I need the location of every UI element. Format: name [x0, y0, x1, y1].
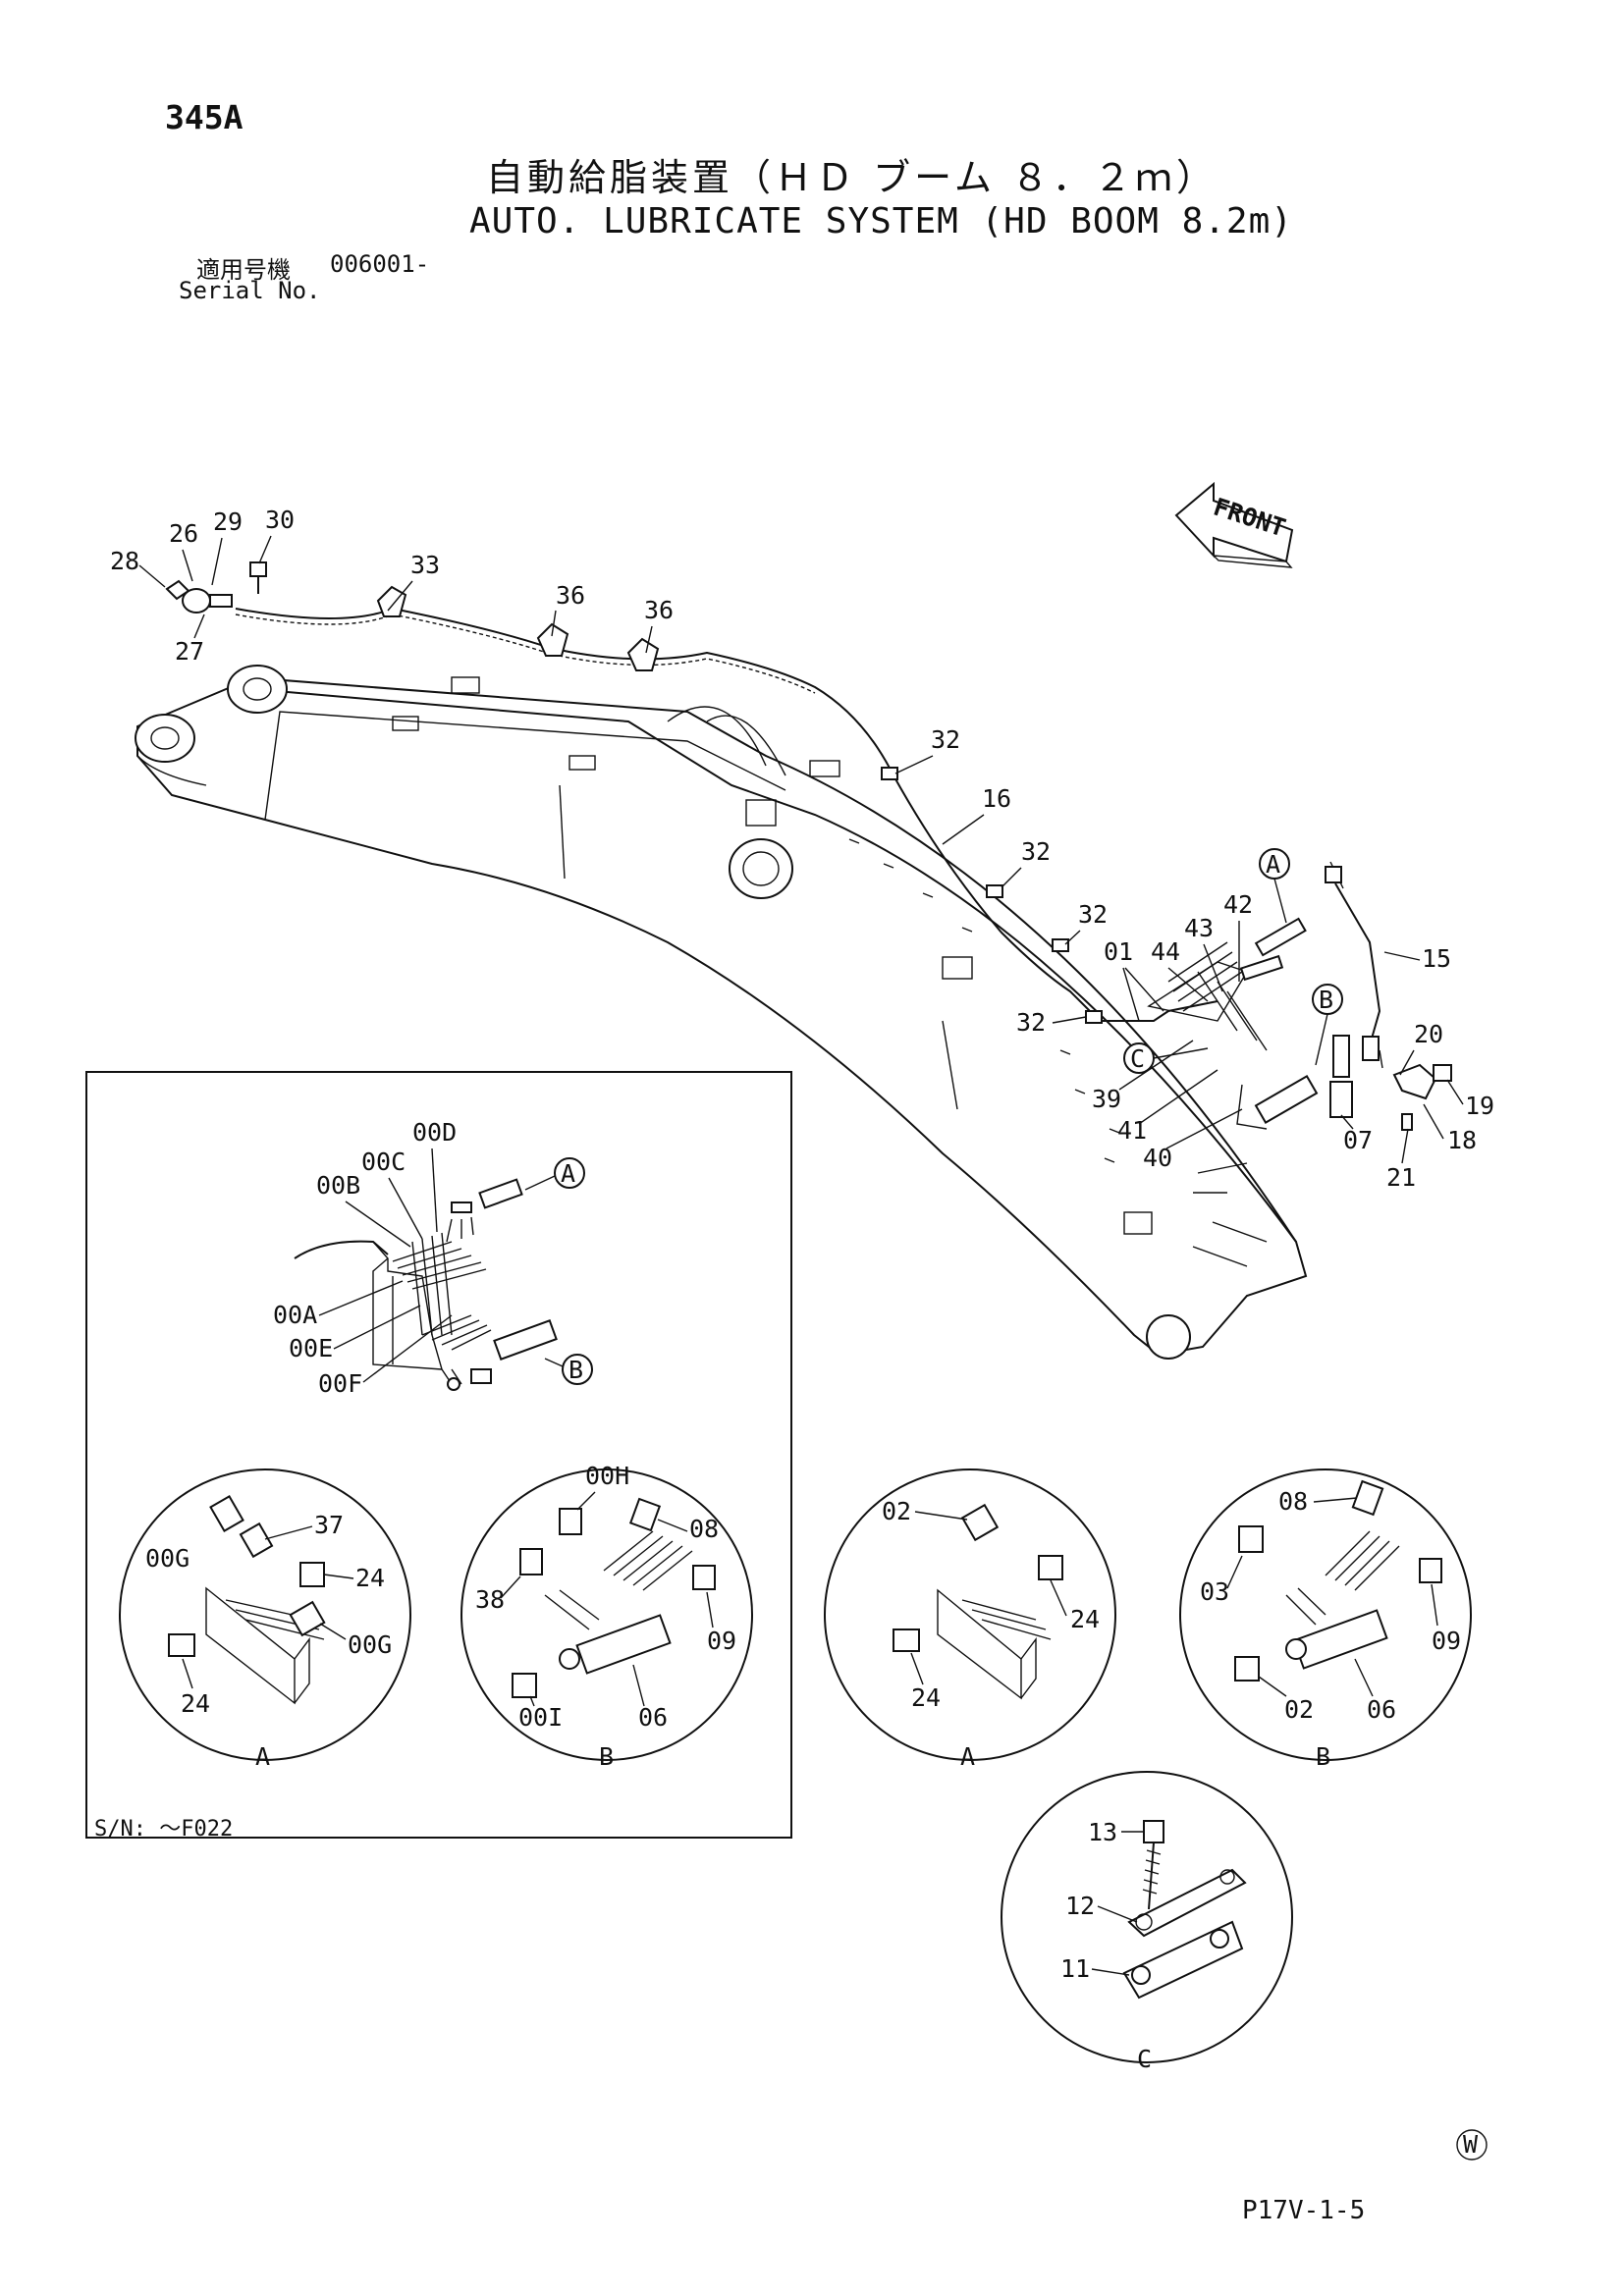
marker-c: C: [1130, 1044, 1145, 1073]
detail-c-callout-13: 13: [1088, 1818, 1117, 1846]
serial-value: 006001-: [330, 250, 430, 278]
callout-33: 33: [410, 551, 440, 579]
callout-32a: 32: [931, 725, 960, 754]
callout-32c: 32: [1078, 900, 1108, 929]
serial-label-japanese: 適用号機: [196, 256, 291, 284]
callout-32d: 32: [1016, 1008, 1046, 1037]
inset-b-label: B: [599, 1742, 614, 1771]
front-arrow-label: FRONT: [1210, 493, 1289, 543]
inset-a-callout-24: 24: [355, 1564, 385, 1592]
inset-b-callout-00H: 00H: [585, 1462, 629, 1490]
front-arrow: FRONT: [1174, 481, 1294, 568]
detail-b-label: B: [1316, 1742, 1330, 1771]
callout-30: 30: [265, 506, 295, 534]
callout-16: 16: [982, 784, 1011, 813]
inset-a-callout-37: 37: [314, 1511, 344, 1539]
serial-range-note: S/N: ～F022: [94, 1817, 234, 1842]
title-english: AUTO. LUBRICATE SYSTEM (HD BOOM 8.2m): [469, 201, 1293, 241]
inset-marker-a: A: [561, 1159, 575, 1188]
page-number: 345A: [165, 98, 244, 136]
grease-hose: [235, 607, 1381, 1061]
inset-detail-a: 00G 37 24 00G 24 A: [119, 1468, 411, 1771]
detail-b-callout-09: 09: [1432, 1627, 1461, 1655]
boom-grease-slots: [848, 838, 1120, 1163]
inset-callout-00F: 00F: [318, 1369, 362, 1398]
callout-43: 43: [1184, 914, 1214, 942]
boom-body: [135, 665, 1308, 1360]
view-markers: A B C: [1123, 848, 1343, 1074]
detail-a-callout-24: 24: [1070, 1605, 1100, 1633]
distributor-assembly: [1147, 917, 1452, 1131]
callout-29: 29: [213, 507, 243, 536]
callout-32b: 32: [1021, 837, 1051, 866]
inset-a-label: A: [255, 1742, 270, 1771]
inset-b-callout-06: 06: [638, 1703, 668, 1732]
title-japanese: 自動給脂装置（ＨＤ ブーム ８．２ｍ）: [486, 156, 1218, 199]
callout-27: 27: [175, 637, 204, 666]
callout-18: 18: [1447, 1126, 1477, 1154]
front-end-fitting: [165, 561, 267, 614]
detail-c-callout-11: 11: [1060, 1954, 1090, 1983]
hose-clamps: [376, 585, 1103, 1024]
detail-a: 02 24 24 A: [824, 1468, 1116, 1771]
detail-a-label: A: [960, 1742, 975, 1771]
callout-20: 20: [1414, 1020, 1443, 1048]
callout-01: 01: [1104, 937, 1133, 966]
callout-41: 41: [1117, 1116, 1147, 1145]
footer-mark-letter: W: [1463, 2130, 1479, 2159]
detail-b-callout-06: 06: [1367, 1695, 1396, 1724]
detail-c: 13 12 11 C: [1001, 1771, 1293, 2073]
inset-detail-b: 00H 08 38 09 00I 06 B: [460, 1462, 753, 1771]
detail-b-callout-08: 08: [1278, 1487, 1308, 1516]
inset-frame: [85, 1071, 792, 1839]
inset-distributor: [294, 1178, 558, 1391]
inset-a-callout-24-2: 24: [181, 1689, 210, 1718]
inset-marker-b: B: [568, 1356, 583, 1384]
inset-callout-00C: 00C: [361, 1148, 406, 1176]
inset-callout-00A: 00A: [273, 1301, 317, 1329]
main-callouts: 26 29 30 28 27 33 36 36 32 16 32 32 32 0…: [110, 506, 1494, 1192]
footer-code: P17V-1-5: [1242, 2196, 1366, 2225]
callout-39: 39: [1092, 1085, 1121, 1113]
marker-a: A: [1266, 850, 1280, 879]
callout-07: 07: [1343, 1126, 1373, 1154]
detail-a-callout-24b: 24: [911, 1683, 941, 1712]
inset-callout-00D: 00D: [412, 1118, 457, 1147]
callout-15: 15: [1422, 944, 1451, 973]
detail-b-callout-03: 03: [1200, 1577, 1229, 1606]
inset-a-callout-00G-2: 00G: [348, 1630, 392, 1659]
callout-28: 28: [110, 547, 139, 575]
detail-b-callout-02: 02: [1284, 1695, 1314, 1724]
inset-b-callout-00I: 00I: [518, 1703, 563, 1732]
detail-a-callout-02: 02: [882, 1497, 911, 1525]
detail-c-callout-12: 12: [1065, 1892, 1095, 1920]
inset-callout-00E: 00E: [289, 1334, 333, 1362]
inset-b-callout-09: 09: [707, 1627, 736, 1655]
inset-callout-00B: 00B: [316, 1171, 360, 1200]
callout-21: 21: [1386, 1163, 1416, 1192]
inset-b-callout-08: 08: [689, 1515, 719, 1543]
callout-42: 42: [1223, 890, 1253, 919]
callout-36: 36: [556, 581, 585, 610]
callout-44: 44: [1151, 937, 1180, 966]
detail-b: 08 03 09 02 06 B: [1179, 1468, 1472, 1771]
callout-36b: 36: [644, 596, 674, 624]
callout-26: 26: [169, 519, 198, 548]
serial-label-english: Serial No.: [179, 277, 321, 304]
footer-mark: W: [1456, 2129, 1488, 2161]
inset-b-callout-38: 38: [475, 1585, 505, 1614]
detail-c-label: C: [1137, 2045, 1152, 2073]
callout-19: 19: [1465, 1092, 1494, 1120]
inset-callouts: 00D 00C 00B 00A 00E 00F A B: [273, 1118, 593, 1398]
inset-a-callout-00G: 00G: [145, 1544, 189, 1573]
marker-b: B: [1319, 986, 1333, 1014]
